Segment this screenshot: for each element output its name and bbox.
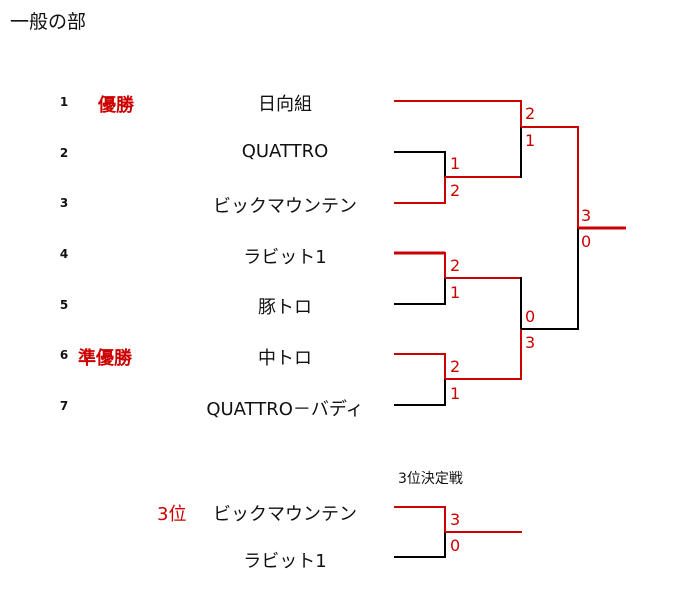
seed-number: 2 <box>59 146 69 160</box>
seed-number: 3 <box>59 196 69 210</box>
third-place-heading: 3位決定戦 <box>398 471 463 487</box>
score: 1 <box>525 131 536 150</box>
seed-number: 7 <box>59 399 69 413</box>
score: 1 <box>450 154 461 173</box>
score: 2 <box>450 357 461 376</box>
page-title: 一般の部 <box>10 11 87 33</box>
team-name: ラビット1 <box>243 551 327 572</box>
team-name: QUATTRO <box>241 141 329 162</box>
score: 3 <box>450 510 461 529</box>
score: 0 <box>525 307 536 326</box>
team-name: ビックマウンテン <box>213 504 357 525</box>
seed-number: 5 <box>59 298 69 312</box>
team-name: 中トロ <box>258 348 312 369</box>
score: 2 <box>525 104 536 123</box>
seed-number: 4 <box>59 247 69 261</box>
award-runner-up: 準優勝 <box>78 348 132 369</box>
score: 2 <box>450 181 461 200</box>
score: 3 <box>581 206 592 225</box>
team-name: ビックマウンテン <box>213 196 357 217</box>
team-name: ラビット1 <box>243 247 327 268</box>
award-champion: 優勝 <box>98 95 134 116</box>
score: 1 <box>450 283 461 302</box>
score: 3 <box>525 333 536 352</box>
score: 0 <box>581 232 592 251</box>
team-name: 豚トロ <box>258 297 312 318</box>
seed-number: 1 <box>59 95 69 109</box>
award-third: 3位 <box>157 504 187 525</box>
score: 2 <box>450 256 461 275</box>
team-name: QUATTRO－バディ <box>206 399 364 420</box>
team-name: 日向組 <box>258 94 312 115</box>
score: 1 <box>450 384 461 403</box>
score: 0 <box>450 536 461 555</box>
seed-number: 6 <box>59 348 69 362</box>
